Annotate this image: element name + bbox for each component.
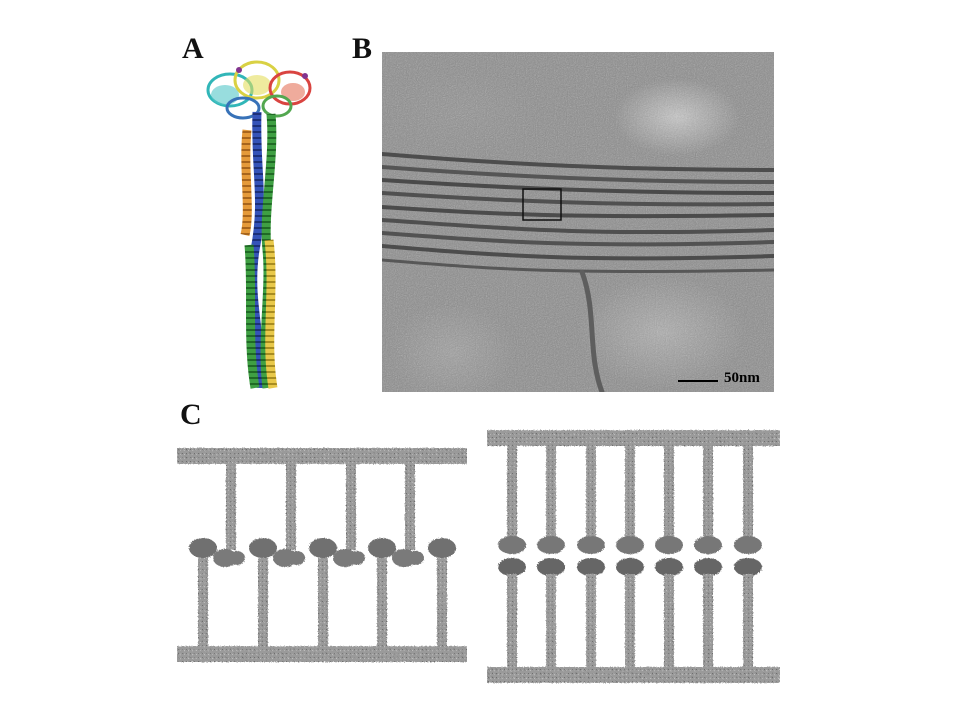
heads-top [498,536,762,554]
heads-top [213,549,424,567]
heads-bottom [498,558,762,576]
rods-bottom [198,558,447,646]
rods-top [507,446,753,540]
panel-label-c: C [180,398,202,431]
rods-top [226,464,415,550]
membrane-top [487,430,780,446]
scale-bar [678,380,718,382]
scale-bar-label: 50nm [724,370,760,386]
electron-micrograph: 50nm [382,52,774,392]
heads-bottom [189,538,456,558]
membrane-top [177,448,467,464]
head-domains [206,60,312,120]
membrane-bottom [177,646,467,662]
panel-label-b: B [352,32,373,65]
protein-structure-image [195,50,335,395]
rods-bottom [507,574,753,667]
model-diagram-staggered [177,440,467,675]
panel-label-a: A [182,32,204,65]
model-diagram-aligned [487,424,780,689]
selection-box [522,188,562,221]
membrane-bottom [487,667,780,683]
membrane-stack [382,152,774,392]
